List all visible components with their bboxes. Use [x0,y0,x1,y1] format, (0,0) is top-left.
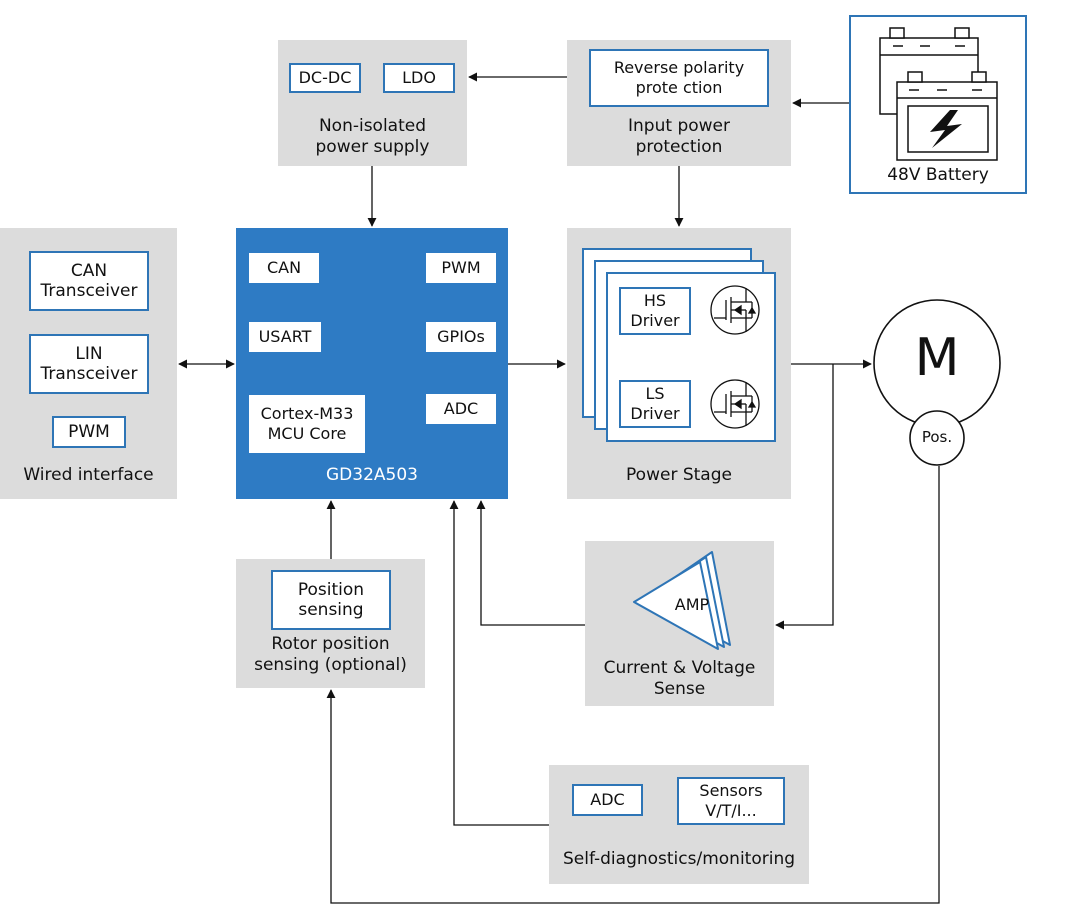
ls-driver-box: LS Driver [619,380,691,428]
dcdc-box: DC-DC [289,63,361,93]
mcu-core-box: Cortex-M33 MCU Core [249,395,365,453]
motor-symbol: M [914,328,960,388]
hs-mosfet-icon [710,285,760,335]
input-protection-label: Input power protection [628,116,730,157]
diagnostics-label: Self-diagnostics/monitoring [562,849,796,869]
mcu-can-box: CAN [249,253,319,283]
amp-triangle-icon [633,551,731,650]
wire-motor-to-sense [775,364,834,630]
battery-icon [879,27,998,161]
wired-interface-label: Wired interface [23,465,154,485]
mcu-gpios-box: GPIOs [426,322,496,352]
amp-label: AMP [674,595,710,614]
rotor-sensing-label: Rotor position sensing (optional) [254,634,407,675]
position-sensor-circle [909,410,965,466]
ls-mosfet-icon [710,379,760,429]
mcu-pwm-box: PWM [426,253,496,283]
position-sensor-label: Pos. [921,428,953,446]
hs-driver-box: HS Driver [619,287,691,335]
wire-pos-to-rotor [326,466,940,904]
position-sensing-box: Position sensing [271,570,391,630]
battery-label: 48V Battery [887,165,989,185]
sense-label: Current & Voltage Sense [603,658,756,699]
wire-diagnostics-to-mcu [449,500,549,826]
reverse-polarity-box: Reverse polarity prote ction [589,49,769,107]
power-stage-label: Power Stage [626,465,732,485]
sensors-box: Sensors V/T/I... [677,777,785,825]
lin-transceiver-box: LIN Transceiver [29,334,149,394]
mcu-usart-box: USART [249,322,321,352]
nonisolated-panel [278,40,467,166]
wire-sense-to-mcu [476,500,585,626]
can-transceiver-box: CAN Transceiver [29,251,149,311]
mcu-adc-box: ADC [426,394,496,424]
diag-adc-box: ADC [572,784,643,816]
nonisolated-label: Non-isolated power supply [315,116,430,157]
mcu-label: GD32A503 [326,465,418,485]
ldo-box: LDO [383,63,455,93]
wired-pwm-box: PWM [52,416,126,448]
